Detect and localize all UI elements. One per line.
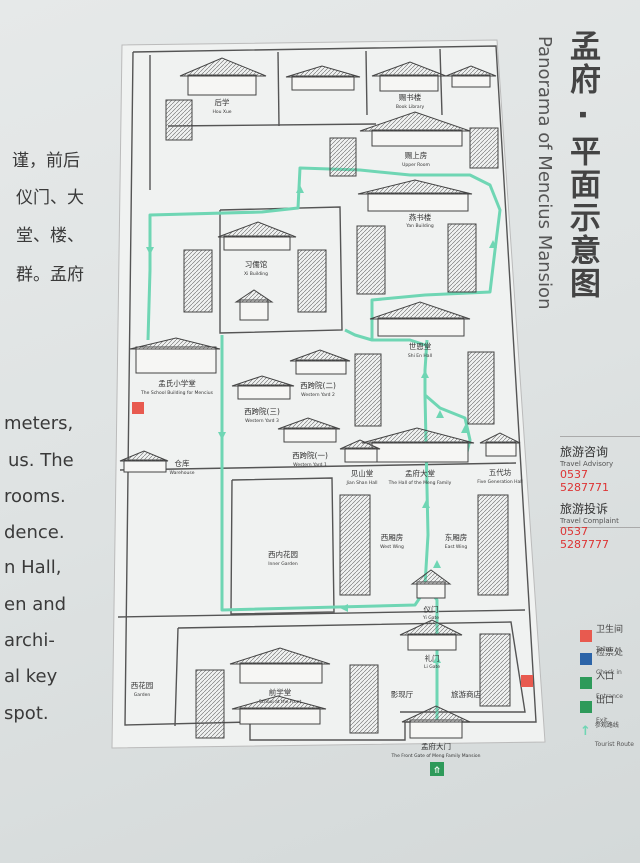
complaint-phone: 0537 5287777 [560,525,609,551]
label-yi-men: 仪门 [424,605,439,614]
side-text-cn-4: 群。孟府 [16,265,84,285]
label-dongxiang-fang: 东厢房 [445,532,468,542]
label-xikuayuan-2: 西跨院(二) [300,380,336,390]
label-shien-tang: 世恩堂 [409,341,432,351]
side-text-en-1: meters, [4,413,74,434]
entrance-marker-icon [430,762,444,776]
side-text-en-4: dence. [4,522,65,543]
label-xixiang-fang: 西厢房 [381,532,404,542]
side-text-en-3: rooms. [4,486,66,507]
label-dongxiang-fang-en: East Wing [445,544,468,550]
map-title-en: Panorama of Mencius Mansion [534,36,555,310]
label-mengshi-xiaoxue-en: The School Building for Mencius [140,390,214,396]
route-arrows [146,185,497,663]
label-yanshi-lou-en: Book Library [396,104,425,110]
complaint-label-en: Travel Complaint [560,517,619,525]
label-xikuayuan-2-en: Western Yard 2 [301,392,335,398]
map-title-cn: 孟府 · 平面示意图 [564,30,600,301]
label-qianxue-tang: 前学堂 [269,687,292,697]
label-xinei-huayuan-en: Inner Garden [268,561,298,567]
label-lvyou-shangdian: 旅游商店 [451,689,481,699]
label-hou-xue-en: Hou Xue [212,109,231,115]
side-text-en-9: spot. [4,703,49,724]
label-xiru-guan: 习儒馆 [245,259,268,269]
toilet-marker-icon [521,675,533,687]
label-li-men: 礼门 [425,653,440,663]
label-xikuayuan-1: 西跨院(一) [292,450,328,460]
label-xihua-yuan-en: Garden [134,692,151,698]
label-xiru-guan-en: Xi Building [244,271,268,277]
label-li-men-en: Li Gate [424,664,440,670]
side-text-en-7: archi- [4,630,55,651]
complaint-label: 旅游投诉 [560,502,609,516]
label-shien-tang-en: Shi En Hall [408,353,432,359]
side-text-cn-1: 谨，前后 [12,151,80,171]
label-shutang-en: Yan Building [405,223,434,229]
side-text-cn-3: 堂、楼、 [16,226,84,246]
side-text-cn-2: 仪门、大 [16,188,84,208]
exit-icon [580,701,592,713]
building-shapes [119,57,521,739]
label-mengfu-damen-en: The Front Gate of Meng Family Mansion [391,753,481,759]
label-yingbi-ting: 影现厅 [391,689,414,699]
label-hou-xue: 后学 [215,97,230,107]
label-yi-men-en: Yi Gate [422,615,439,621]
label-xixiang-fang-en: West Wing [380,544,404,550]
label-xikuayuan-1-en: Western Yard 1 [293,462,327,468]
side-text-en-5: n Hall, [4,557,62,578]
label-ceshang-fang-en: Upper Room [402,162,430,168]
label-cangku: 仓库 [175,458,190,468]
label-mengfu-datang-en: The Hall of the Meng Family [388,480,452,486]
label-wudai-fang-en: Five Generation Hall [477,479,523,485]
label-shutang: 燕书楼 [409,212,432,222]
label-xinei-huayuan: 西内花园 [268,549,298,559]
side-text-en-6: en and [4,594,67,615]
label-yanshi-lou: 赐书楼 [399,92,422,102]
side-text-en-2: us. The [8,450,74,471]
label-jianshan-tang-en: Jian Shan Hall [345,480,377,486]
advisory-label: 旅游咨询 [560,445,609,459]
info-box: 旅游咨询 Travel Advisory 0537 5287771 旅游投诉 T… [560,436,640,551]
route-arrow-icon: ↑ [580,723,591,739]
label-qianxue-tang-en: School at the Front [259,699,302,705]
label-xihua-yuan: 西花园 [131,680,154,690]
check-in-icon [580,653,592,665]
advisory-phone: 0537 5287771 [560,468,609,494]
entrance-icon [580,677,592,689]
label-xikuayuan-3-en: Western Yard 3 [245,418,279,424]
advisory-label-en: Travel Advisory [560,460,614,468]
side-text-en-8: al key [4,666,58,687]
svg-text:⤊: ⤊ [433,766,441,776]
outer-walls [117,45,537,741]
label-mengfu-datang: 孟府大堂 [405,468,435,478]
label-cangku-en: Warehouse [169,470,194,476]
label-mengfu-damen: 孟府大门 [421,741,451,751]
label-wudai-fang: 五代坊 [489,467,512,477]
toilet-icon [580,630,592,642]
label-jianshan-tang: 见山堂 [351,468,374,478]
label-mengshi-xiaoxue: 孟氏小学堂 [158,378,196,388]
label-xikuayuan-3: 西跨院(三) [244,406,280,416]
label-ceshang-fang: 赐上房 [405,150,428,160]
toilet-marker-icon [132,402,144,414]
